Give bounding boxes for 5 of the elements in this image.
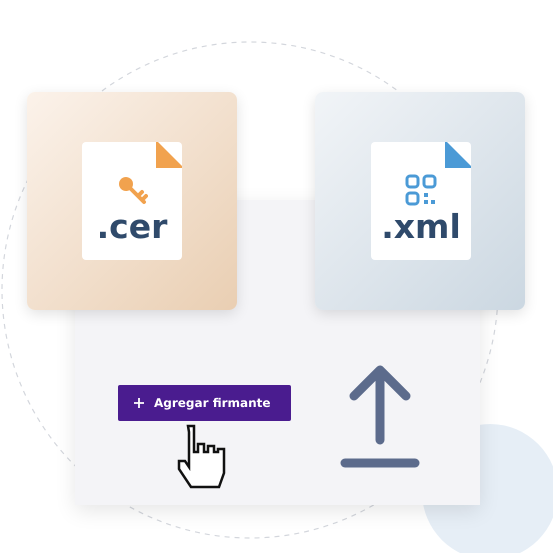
file-extension: .cer: [96, 207, 168, 246]
file-extension: .xml: [380, 207, 462, 246]
file-document: [82, 142, 182, 260]
add-signer-button: Agregar firmante: [118, 385, 291, 421]
file-document: [371, 142, 471, 260]
